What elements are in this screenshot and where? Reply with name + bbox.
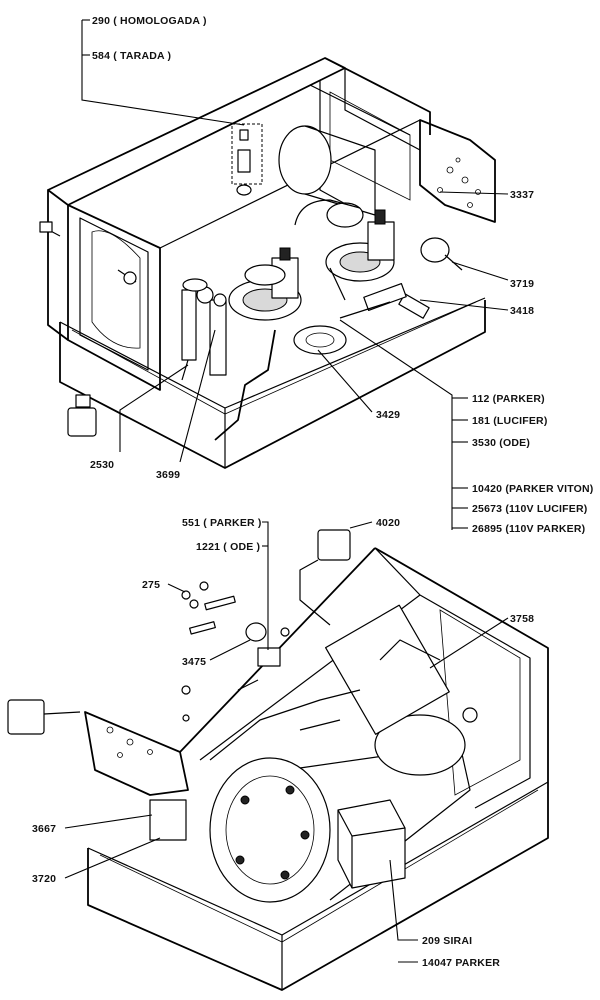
- label-3667: 3667: [32, 823, 56, 835]
- label-3699: 3699: [156, 469, 180, 481]
- label-26895: 26895 (110V PARKER): [472, 523, 585, 535]
- label-112: 112 (PARKER): [472, 393, 545, 405]
- label-181: 181 (LUCIFER): [472, 415, 548, 427]
- label-551: 551 ( PARKER ): [182, 517, 262, 529]
- label-4020: 4020: [376, 517, 400, 529]
- label-3337: 3337: [510, 189, 534, 201]
- label-25673: 25673 (110V LUCIFER): [472, 503, 587, 515]
- label-3720: 3720: [32, 873, 56, 885]
- label-3418: 3418: [510, 305, 534, 317]
- leader-lines: [64, 19, 509, 963]
- label-290: 290 ( HOMOLOGADA ): [92, 15, 207, 27]
- part-labels: 290 ( HOMOLOGADA ) 584 ( TARADA ) 3337 3…: [32, 15, 593, 969]
- label-3475: 3475: [182, 656, 206, 668]
- label-209: 209 SIRAI: [422, 935, 472, 947]
- top-assembly: [39, 57, 496, 469]
- label-1221: 1221 ( ODE ): [196, 541, 260, 553]
- bottom-assembly: [7, 529, 549, 991]
- label-275: 275: [142, 579, 160, 591]
- label-3429: 3429: [376, 409, 400, 421]
- label-10420: 10420 (PARKER VITON): [472, 483, 593, 495]
- label-3530: 3530 (ODE): [472, 437, 530, 449]
- label-584: 584 ( TARADA ): [92, 50, 171, 62]
- label-14047: 14047 PARKER: [422, 957, 500, 969]
- label-3719: 3719: [510, 278, 534, 290]
- label-2530: 2530: [90, 459, 114, 471]
- label-3758: 3758: [510, 613, 534, 625]
